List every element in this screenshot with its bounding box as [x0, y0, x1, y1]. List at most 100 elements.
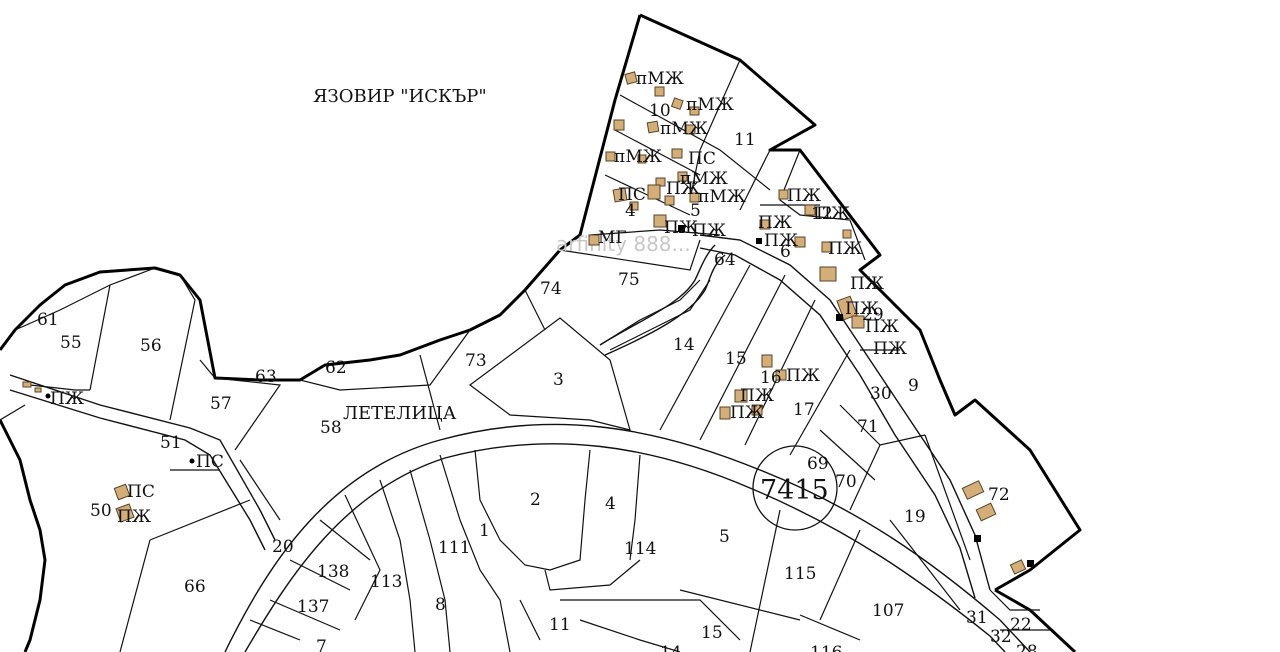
building [647, 184, 661, 200]
land-use-code: ПЖ [845, 299, 879, 319]
parcel-number: 22 [1010, 615, 1032, 635]
parcel-number: 56 [140, 336, 162, 356]
building [588, 234, 600, 246]
land-use-code: ПЖ [666, 179, 700, 199]
parcel-number: 114 [624, 539, 656, 559]
parcel-number: 5 [690, 201, 701, 221]
building [1009, 559, 1027, 575]
building [654, 86, 665, 97]
building [775, 369, 787, 381]
parcel-number: 6 [780, 242, 791, 262]
parcel-number: 11 [734, 130, 756, 150]
building [637, 154, 647, 164]
building [759, 219, 771, 230]
land-use-code: ПЖ [873, 339, 907, 359]
parcel-number: 32 [990, 627, 1012, 647]
building [689, 106, 700, 116]
building [689, 192, 700, 203]
parcel-number: 72 [988, 485, 1010, 505]
land-use-code: ПЖ [865, 317, 899, 337]
parcel-number: 3 [553, 370, 564, 390]
building [778, 189, 789, 200]
buildings [22, 71, 1027, 575]
land-use-code: ПЖ [740, 386, 774, 406]
parcel-number: 63 [255, 367, 277, 387]
land-use-code: пМЖ [680, 169, 728, 189]
parcel-number: 75 [618, 270, 640, 290]
land-use-codes: пМЖ пМЖ пМЖ пМЖ ПС пМЖ пМЖ ПС МГ ПЖ ПЖ П… [50, 69, 907, 527]
land-use-code: МГ [598, 228, 627, 248]
parcel-number: 51 [160, 433, 182, 453]
land-use-code: ПЖ [850, 274, 884, 294]
building [794, 236, 806, 248]
parcel-number: 11 [549, 615, 571, 635]
land-use-code: ПЖ [692, 221, 726, 241]
building [664, 195, 675, 206]
land-use-code: ПЖ [828, 239, 862, 259]
land-use-code: ПЖ [730, 403, 764, 423]
parcel-number: 8 [435, 595, 446, 615]
road-east [699, 234, 991, 599]
watermark: arfinity 888... [556, 232, 691, 256]
parcel-number: 31 [966, 608, 988, 628]
parcel-number: 74 [540, 279, 562, 299]
building [605, 151, 616, 162]
parcel-number: 57 [210, 394, 232, 414]
parcel-number: 138 [317, 562, 349, 582]
building [851, 315, 865, 329]
building [677, 171, 688, 182]
parcel-number: 16 [760, 368, 782, 388]
building [115, 503, 135, 523]
land-use-code: пМЖ [660, 119, 708, 139]
locality-label: ЛЕТЕЛИЦА [343, 403, 457, 424]
parcel-number: 1 [479, 521, 490, 541]
parcel-number: 71 [857, 417, 879, 437]
parcel-number: 55 [60, 333, 82, 353]
parcel-number: 61 [37, 310, 59, 330]
land-use-code: ПС [688, 149, 716, 169]
parcel-number: 17 [793, 400, 815, 420]
parcel-number: 69 [807, 454, 829, 474]
land-use-code: ПЖ [787, 186, 821, 206]
land-use-code: ПС [196, 452, 224, 472]
parcel-number: 70 [835, 472, 857, 492]
parcel-number: 116 [810, 643, 842, 652]
building [22, 381, 32, 388]
building [804, 204, 816, 216]
land-use-code: ПЖ [117, 507, 151, 527]
territory-boundary-north [639, 13, 1082, 592]
building [34, 387, 42, 393]
parcel-number: 111 [438, 538, 470, 558]
land-use-code: ПС [618, 185, 646, 205]
building [612, 187, 628, 203]
parcel-number: 9 [908, 376, 919, 396]
building [842, 229, 852, 239]
building [821, 241, 833, 253]
reservoir-label: ЯЗОВИР "ИСКЪР" [313, 86, 487, 107]
parcel-number: 64 [714, 250, 736, 270]
land-use-code: пМЖ [698, 187, 746, 207]
building [624, 71, 638, 85]
parcel-number: 19 [904, 507, 926, 527]
parcel-number: 137 [297, 597, 329, 617]
building [613, 119, 625, 131]
territory-boundary-west [0, 14, 642, 382]
building [761, 354, 773, 368]
parcel-number: 50 [90, 501, 112, 521]
land-use-code: пМЖ [686, 95, 734, 115]
parcel-number: 14 [660, 643, 682, 652]
building [961, 480, 985, 500]
land-use-code: ПЖ [764, 231, 798, 251]
parcel-number: 10 [649, 101, 671, 121]
road-main [224, 423, 1031, 652]
cadastral-region-circle [752, 445, 838, 531]
building [685, 124, 696, 135]
parcel-number: 28 [1016, 642, 1038, 652]
land-use-code: ПЖ [786, 366, 820, 386]
building [819, 266, 837, 282]
parcel-number: 115 [784, 564, 816, 584]
parcel-number: 29 [862, 305, 884, 325]
parcel-numbers: 61 55 56 57 58 62 63 73 74 75 64 3 14 15… [37, 101, 1038, 652]
land-use-code: ПЖ [50, 389, 84, 409]
